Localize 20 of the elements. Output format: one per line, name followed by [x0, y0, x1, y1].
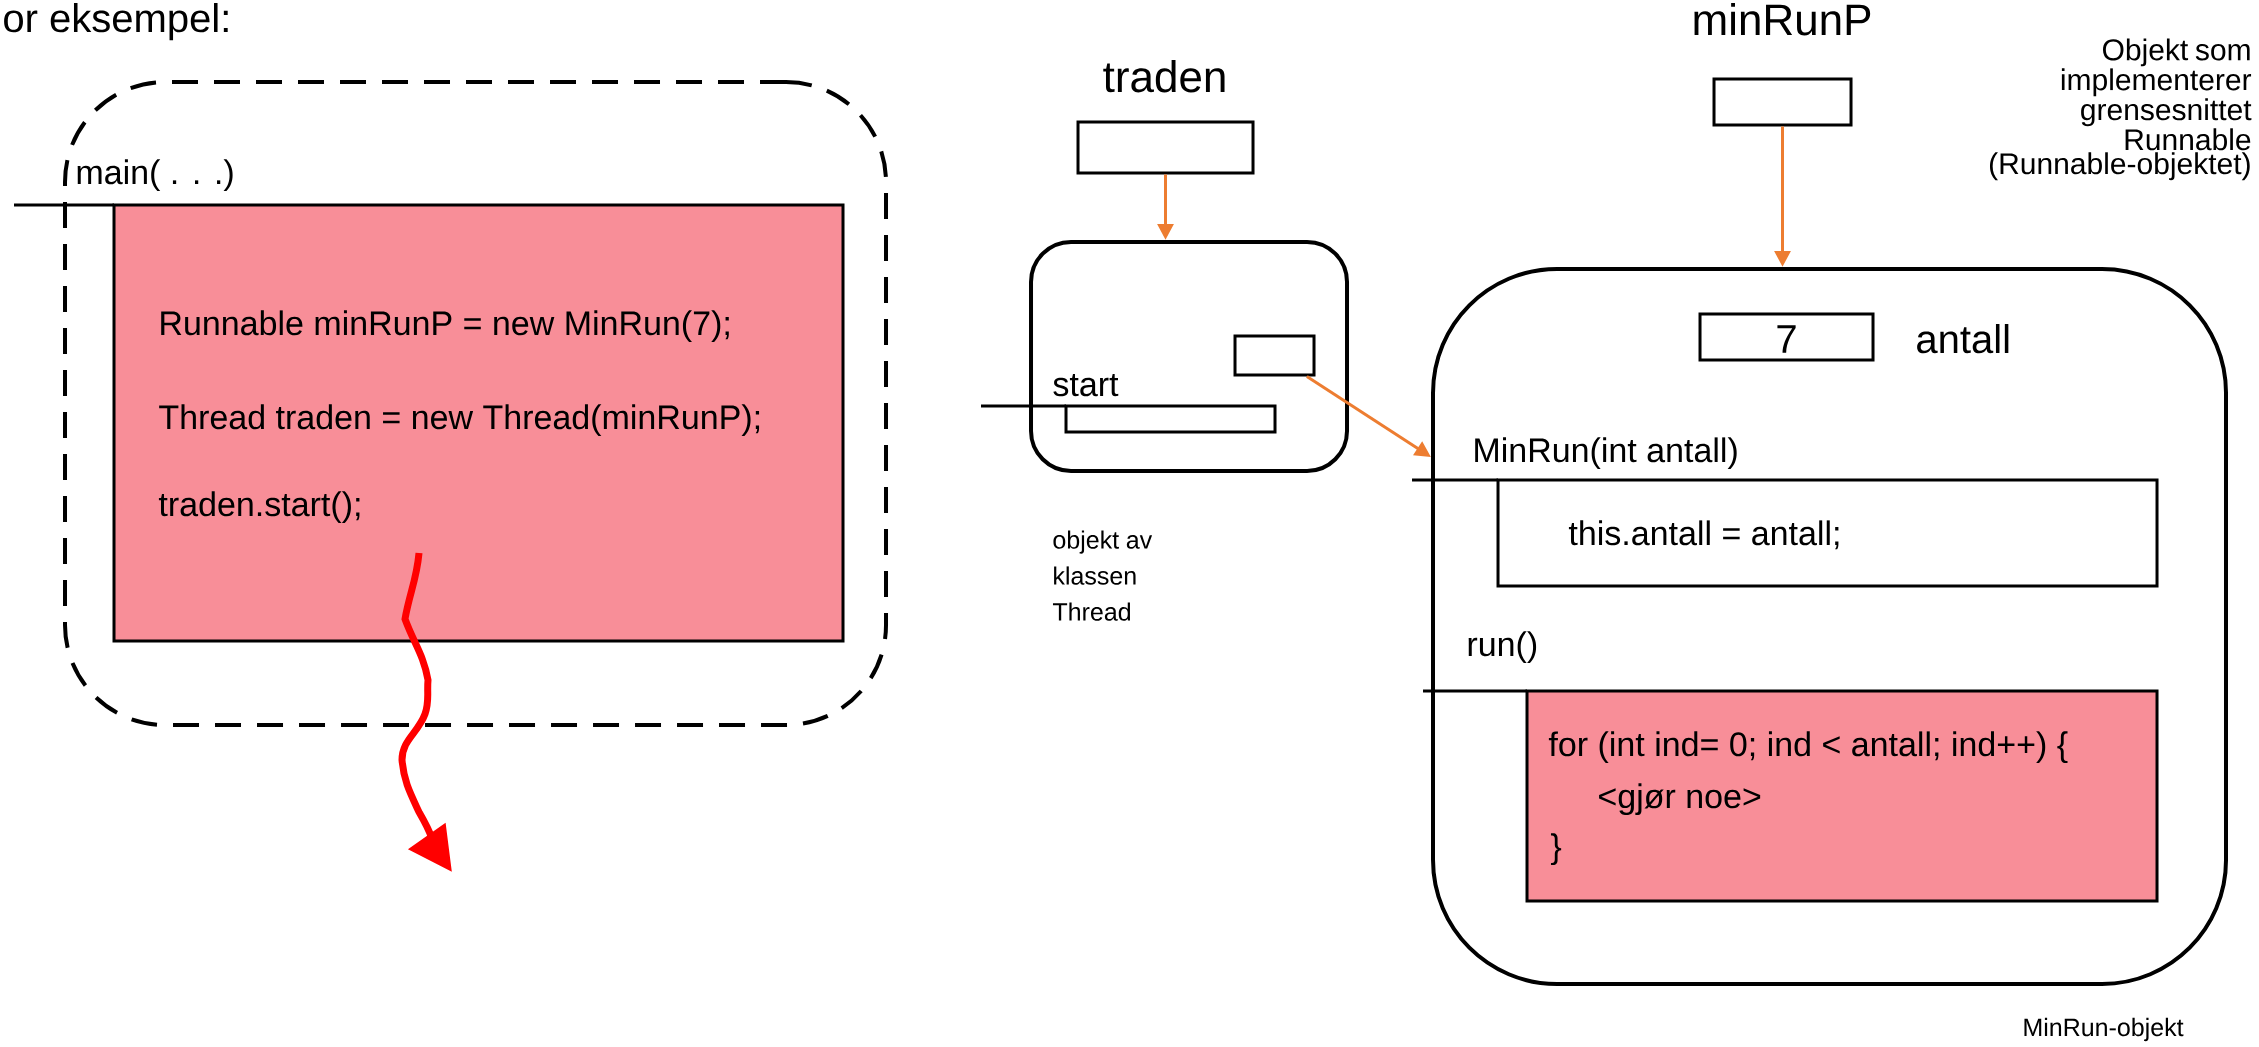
- code-line: Runnable minRunP = new MinRun(7);: [161, 310, 729, 342]
- code-line: Thread traden = new Thread(minRunP);: [159, 404, 760, 436]
- node-label: objekt av klassen Thread: [1053, 530, 1153, 621]
- code-line: <gjør noe>: [1599, 783, 1761, 816]
- note: Objekt som implementerer grensesnittet Runnable (Runnable-objektet): [1990, 38, 2252, 181]
- code-line: this.antall = antall;: [1568, 520, 1839, 550]
- heading: or eksempel:: [4, 3, 228, 41]
- method-name: run(): [1468, 631, 1537, 663]
- code-line: }: [1551, 833, 1562, 866]
- field-value: 7: [1777, 325, 1796, 353]
- method-name: start: [1053, 374, 1119, 397]
- code-line: traden.start();: [158, 491, 360, 523]
- method-name: MinRun(int antall): [1475, 437, 1737, 469]
- node-label: MinRun-objekt: [2024, 1017, 2184, 1042]
- field-name: antall: [1917, 324, 2009, 354]
- object-box: [1233, 334, 1316, 377]
- variable-name: traden: [1103, 60, 1225, 93]
- variable-name: minRunP: [1694, 3, 1871, 36]
- method-name: main( . . .): [77, 159, 233, 191]
- code-line: for (int ind= 0; ind < antall; ind++) {: [1548, 731, 2068, 764]
